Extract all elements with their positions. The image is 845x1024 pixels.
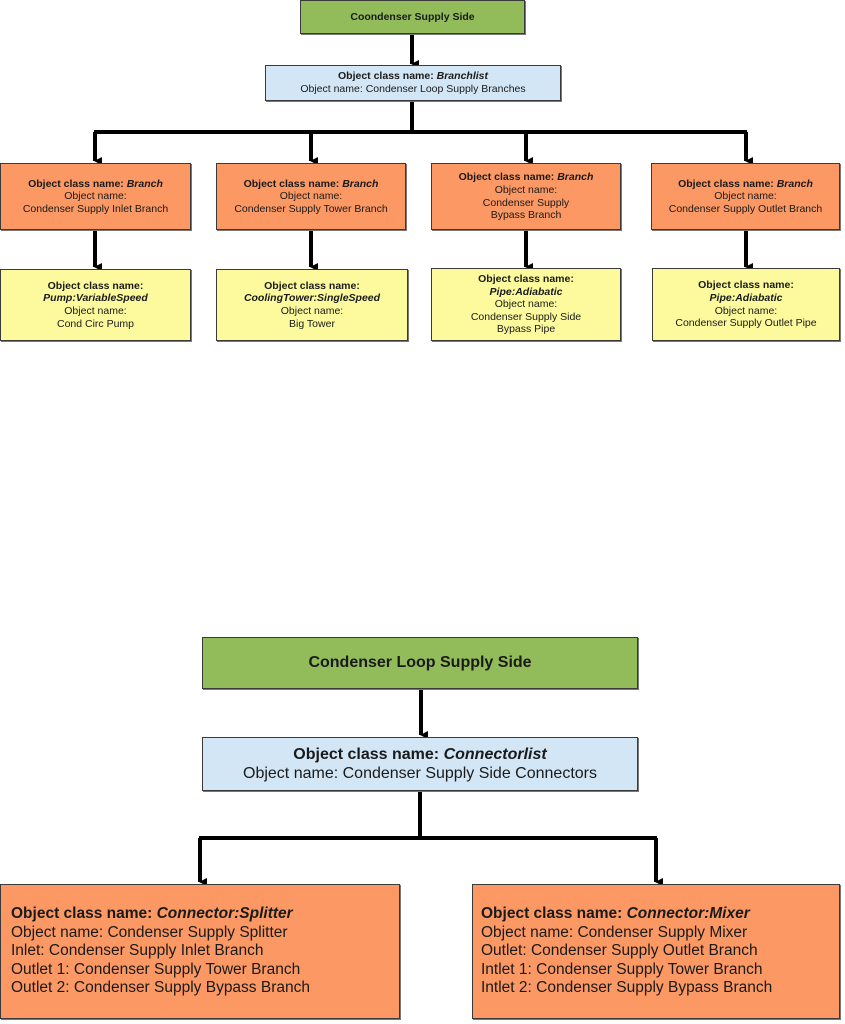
root-node-condenser-loop-supply-side: Condenser Loop Supply Side	[202, 637, 638, 689]
connectorlist-class-line: Object class name: Connectorlist	[293, 745, 547, 763]
connectorlist-node: Object class name: Connectorlist Object …	[202, 737, 638, 791]
root-node-condenser-supply-side: Coondenser Supply Side	[300, 0, 525, 34]
root-node-label: Coondenser Supply Side	[350, 10, 475, 23]
mixer-line: Intlet 1: Condenser Supply Tower Branch	[481, 960, 763, 978]
splitter-line: Outlet 2: Condenser Supply Bypass Branch	[11, 979, 310, 997]
root2-node-label: Condenser Loop Supply Side	[308, 654, 532, 672]
branch-node-tower: Object class name: Branch Object name: C…	[216, 163, 406, 230]
splitter-line: Outlet 1: Condenser Supply Tower Branch	[11, 960, 301, 978]
splitter-line: Object name: Condenser Supply Splitter	[11, 923, 288, 941]
splitter-node: Object class name: Connector:Splitter Ob…	[0, 884, 400, 1019]
splitter-line: Inlet: Condenser Supply Inlet Branch	[11, 942, 264, 960]
branchlist-object-line: Object name: Condenser Loop Supply Branc…	[300, 83, 526, 95]
component-node-bypass-pipe: Object class name: Pipe:Adiabatic Object…	[431, 268, 621, 341]
mixer-line: Intlet 2: Condenser Supply Bypass Branch	[481, 979, 773, 997]
mixer-node: Object class name: Connector:Mixer Objec…	[472, 884, 840, 1019]
component-node-pump: Object class name: Pump:VariableSpeed Ob…	[0, 269, 191, 341]
mixer-line: Outlet: Condenser Supply Outlet Branch	[481, 942, 758, 960]
branch-node-outlet: Object class name: Branch Object name: C…	[651, 163, 840, 230]
branch-node-inlet: Object class name: Branch Object name: C…	[0, 163, 191, 230]
component-node-cooling-tower: Object class name: CoolingTower:SingleSp…	[216, 269, 408, 341]
branch-node-bypass: Object class name: Branch Object name: C…	[431, 163, 621, 230]
component-node-outlet-pipe: Object class name: Pipe:Adiabatic Object…	[652, 268, 840, 341]
branchlist-node: Object class name: Branchlist Object nam…	[265, 65, 561, 101]
branchlist-class-line: Object class name: Branchlist	[338, 70, 488, 83]
connectorlist-object-line: Object name: Condenser Supply Side Conne…	[243, 765, 597, 782]
mixer-line: Object name: Condenser Supply Mixer	[481, 923, 748, 941]
